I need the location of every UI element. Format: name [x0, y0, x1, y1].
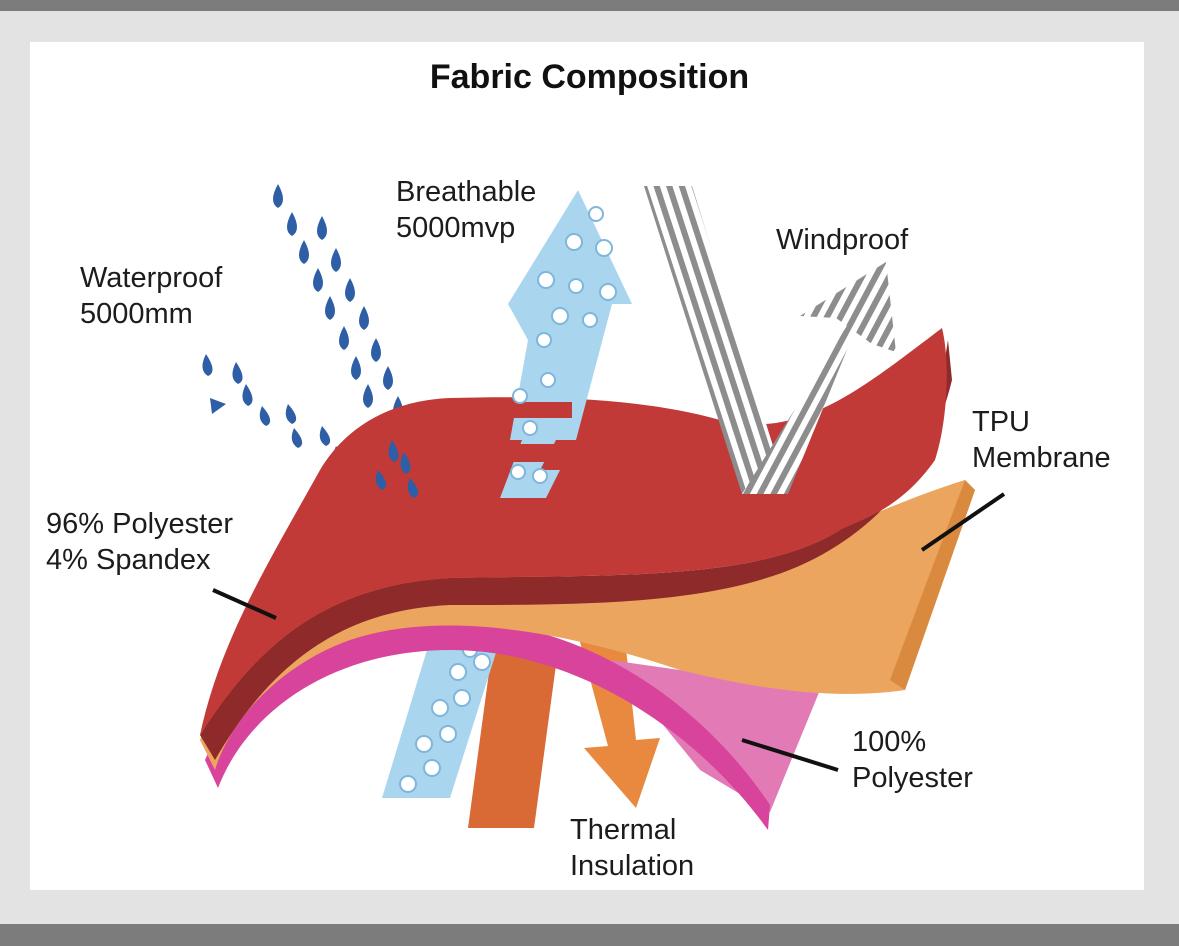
waterproof-label: Waterproof 5000mm [80, 262, 223, 330]
breathable-gap-2 [486, 444, 558, 462]
diagram-title: Fabric Composition [429, 58, 750, 96]
outer-fabric-pointer [212, 588, 277, 620]
windproof-label: Windproof [776, 224, 909, 256]
thermal-arrow-icon [468, 650, 558, 828]
air-bubbles-lower-icon [399, 642, 491, 793]
wind-arrow-head-icon [800, 262, 896, 352]
tpu-membrane-pointer [920, 492, 1006, 552]
inner-fabric-layer [205, 620, 770, 830]
water-drops-front-icon [375, 440, 419, 498]
top-frame-bar [0, 0, 1179, 11]
tpu-membrane-label: TPU Membrane [972, 406, 1111, 474]
tpu-membrane-edge [890, 480, 975, 690]
bottom-frame-bar [0, 924, 1179, 946]
inner-fabric-label: 100% Polyester [852, 726, 973, 794]
wind-incoming-arrow-icon [644, 186, 788, 494]
breathable-gap-1 [500, 402, 572, 418]
thermal-label: Thermal Insulation [570, 814, 695, 882]
breathable-lower-column-icon [382, 640, 500, 798]
air-bubbles-upper-icon [510, 206, 617, 484]
breathable-label: Breathable 5000mvp [396, 176, 537, 244]
outer-fabric-layer-edge [200, 340, 952, 760]
inner-fabric-pointer [741, 738, 839, 772]
outer-fabric-label: 96% Polyester 4% Spandex [46, 508, 233, 576]
